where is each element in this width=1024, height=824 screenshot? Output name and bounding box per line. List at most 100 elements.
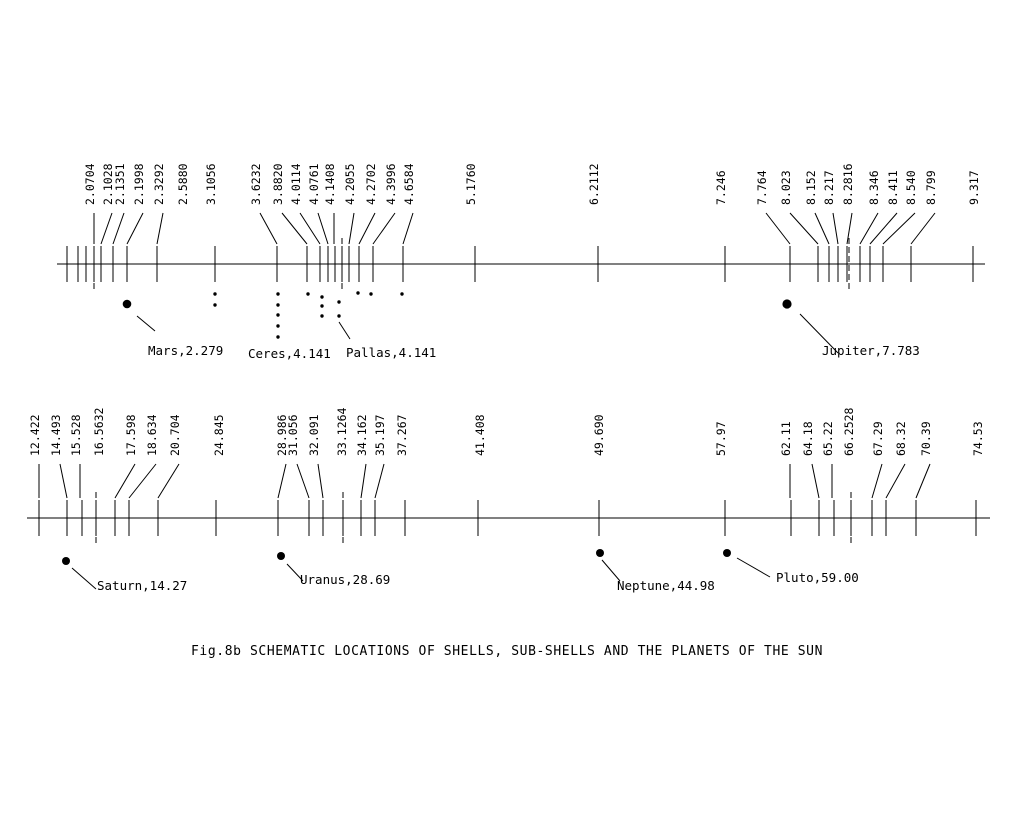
shell-value-label: 8.152 — [804, 170, 818, 205]
planet-leader-line — [338, 321, 351, 340]
shell-value-label: 4.0114 — [289, 163, 303, 205]
label-leader-line — [59, 463, 68, 499]
shell-value-label: 3.6232 — [249, 163, 263, 205]
label-leader-line — [277, 463, 287, 499]
shell-value-label: 18.634 — [145, 414, 159, 456]
label-leader-line — [281, 212, 308, 245]
shell-value-label: 17.598 — [124, 414, 138, 456]
shell-value-label: 2.5880 — [176, 163, 190, 205]
label-leader-line — [814, 212, 830, 245]
shell-value-label: 68.32 — [894, 421, 908, 456]
label-leader-line — [885, 463, 906, 499]
label-leader-line — [915, 463, 931, 499]
shell-value-label: 24.845 — [212, 414, 226, 456]
planet-label: Neptune,44.98 — [617, 578, 715, 593]
shell-value-label: 2.3292 — [152, 163, 166, 205]
shell-value-label: 31.056 — [286, 414, 300, 456]
planet-label: Pallas,4.141 — [346, 345, 436, 360]
shell-value-label: 8.346 — [867, 170, 881, 205]
shell-value-label: 41.408 — [473, 414, 487, 456]
planet-leader-line — [286, 563, 304, 582]
shell-value-label: 37.267 — [395, 414, 409, 456]
minor-body-dot — [276, 292, 280, 296]
shell-value-label: 35.197 — [373, 414, 387, 456]
planet-label: Mars,2.279 — [148, 343, 223, 358]
shell-value-label: 74.53 — [971, 421, 985, 456]
label-leader-line — [128, 463, 157, 499]
shell-value-label: 66.2528 — [842, 407, 856, 456]
minor-body-dot — [400, 292, 404, 296]
minor-body-dot — [337, 314, 341, 318]
shell-value-label: 70.39 — [919, 421, 933, 456]
planet-label: Pluto,59.00 — [776, 570, 859, 585]
label-leader-line — [765, 212, 791, 245]
shell-value-label: 8.023 — [779, 170, 793, 205]
planet-label: Uranus,28.69 — [300, 572, 390, 587]
planet-leader-line — [71, 567, 97, 590]
shell-value-label: 5.1760 — [464, 163, 478, 205]
minor-body-dot — [320, 304, 324, 308]
minor-body-dot — [276, 303, 280, 307]
label-leader-line — [869, 212, 898, 245]
minor-body-dot — [276, 335, 280, 339]
planet-leader-line — [799, 313, 839, 354]
minor-body-dot — [276, 313, 280, 317]
label-leader-line — [299, 212, 321, 245]
planet-marker — [122, 299, 132, 309]
label-leader-line — [372, 212, 396, 245]
label-leader-line — [832, 212, 839, 245]
shell-value-label: 4.2702 — [364, 163, 378, 205]
label-leader-line — [126, 212, 144, 245]
label-leader-line — [402, 212, 414, 245]
shell-value-label: 8.2816 — [841, 163, 855, 205]
label-leader-line — [100, 212, 113, 245]
minor-body-dot — [213, 303, 217, 307]
shell-value-label: 2.0704 — [83, 163, 97, 205]
shell-value-label: 6.2112 — [587, 163, 601, 205]
label-leader-line — [317, 212, 329, 245]
shell-value-label: 8.217 — [822, 170, 836, 205]
planet-marker — [596, 549, 604, 557]
planet-marker — [723, 549, 731, 557]
shell-value-label: 34.162 — [355, 414, 369, 456]
label-leader-line — [156, 212, 164, 245]
shell-value-label: 67.29 — [871, 421, 885, 456]
minor-body-dot — [276, 324, 280, 328]
shell-value-label: 15.528 — [69, 414, 83, 456]
shell-value-label: 4.6584 — [402, 163, 416, 205]
shell-value-label: 4.1408 — [323, 163, 337, 205]
planet-leader-line — [736, 557, 771, 578]
shell-value-label: 2.1351 — [113, 163, 127, 205]
label-leader-line — [112, 212, 125, 245]
planet-leader-line — [601, 559, 621, 582]
shell-value-label: 64.18 — [801, 421, 815, 456]
shell-value-label: 57.97 — [714, 421, 728, 456]
minor-body-dot — [213, 292, 217, 296]
shell-value-label: 12.422 — [28, 414, 42, 456]
label-leader-line — [358, 212, 376, 245]
shell-value-label: 33.1264 — [335, 407, 349, 456]
label-leader-line — [789, 212, 819, 245]
shell-value-label: 14.493 — [49, 414, 63, 456]
label-leader-line — [360, 463, 367, 499]
shell-value-label: 32.091 — [307, 414, 321, 456]
shell-value-label: 8.799 — [924, 170, 938, 205]
shell-value-label: 8.411 — [886, 170, 900, 205]
minor-body-dot — [337, 300, 341, 304]
shell-value-label: 2.1028 — [101, 163, 115, 205]
shell-value-label: 2.1998 — [132, 163, 146, 205]
planet-marker — [782, 299, 792, 309]
shell-value-label: 4.3996 — [384, 163, 398, 205]
shell-value-label: 3.8820 — [271, 163, 285, 205]
planet-label: Saturn,14.27 — [97, 578, 187, 593]
label-leader-line — [296, 463, 310, 499]
shell-value-label: 9.317 — [967, 170, 981, 205]
shell-value-label: 3.1056 — [204, 163, 218, 205]
minor-body-dot — [356, 291, 360, 295]
planet-marker — [62, 557, 70, 565]
figure-caption: Fig.8b SCHEMATIC LOCATIONS OF SHELLS, SU… — [191, 644, 823, 659]
planet-leader-line — [136, 315, 156, 332]
